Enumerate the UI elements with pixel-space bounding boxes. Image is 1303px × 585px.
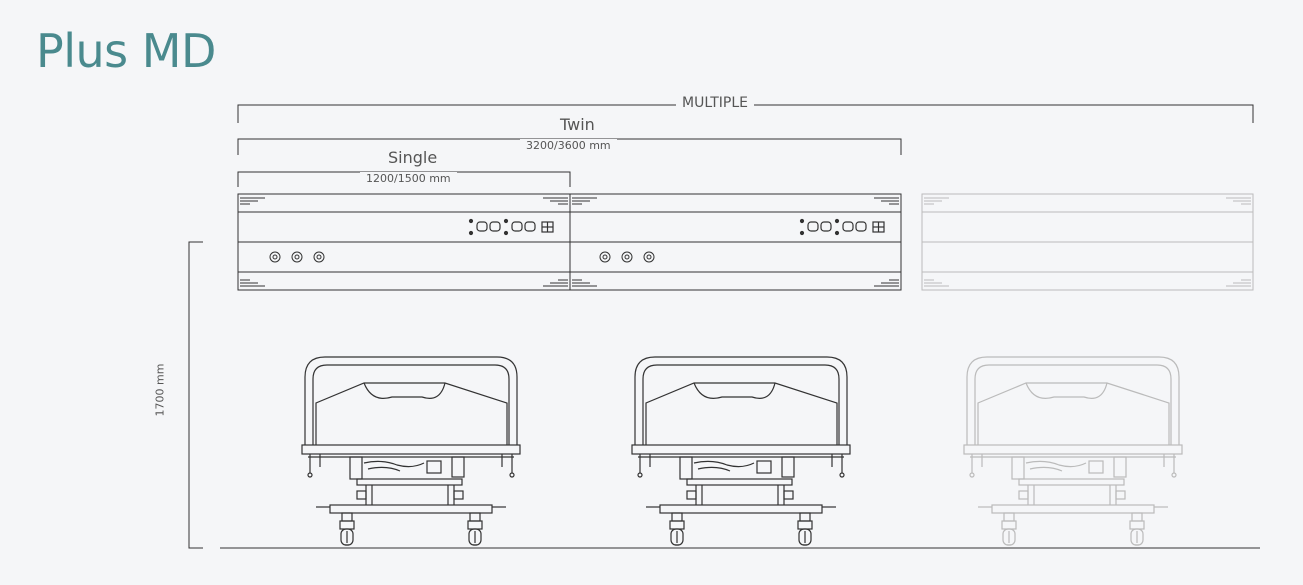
wall-panel-2	[569, 193, 902, 291]
wall-panel-3	[921, 193, 1254, 291]
gas-outlet-icon	[599, 251, 611, 263]
wall-panel-1	[237, 193, 571, 291]
gas-outlets	[269, 251, 325, 263]
gas-outlet-icon	[313, 251, 325, 263]
bed-1	[301, 356, 521, 546]
twin-label: Twin	[554, 115, 601, 134]
monitor-display	[799, 218, 885, 236]
gas-outlets	[599, 251, 655, 263]
bed-2	[631, 356, 851, 546]
display-grid-icon	[541, 221, 554, 233]
page-title: Plus MD	[36, 24, 216, 78]
multiple-label: MULTIPLE	[676, 95, 754, 111]
monitor-display	[468, 218, 554, 236]
gas-outlet-icon	[621, 251, 633, 263]
bed-3	[963, 356, 1183, 546]
height-label: 1700 mm	[153, 363, 167, 417]
height-dimension-line	[188, 241, 203, 549]
gas-outlet-icon	[291, 251, 303, 263]
twin-size-label: 3200/3600 mm	[520, 139, 617, 152]
single-size-label: 1200/1500 mm	[360, 172, 457, 185]
display-grid-icon	[872, 221, 885, 233]
gas-outlet-icon	[269, 251, 281, 263]
gas-outlet-icon	[643, 251, 655, 263]
single-label: Single	[382, 148, 444, 167]
